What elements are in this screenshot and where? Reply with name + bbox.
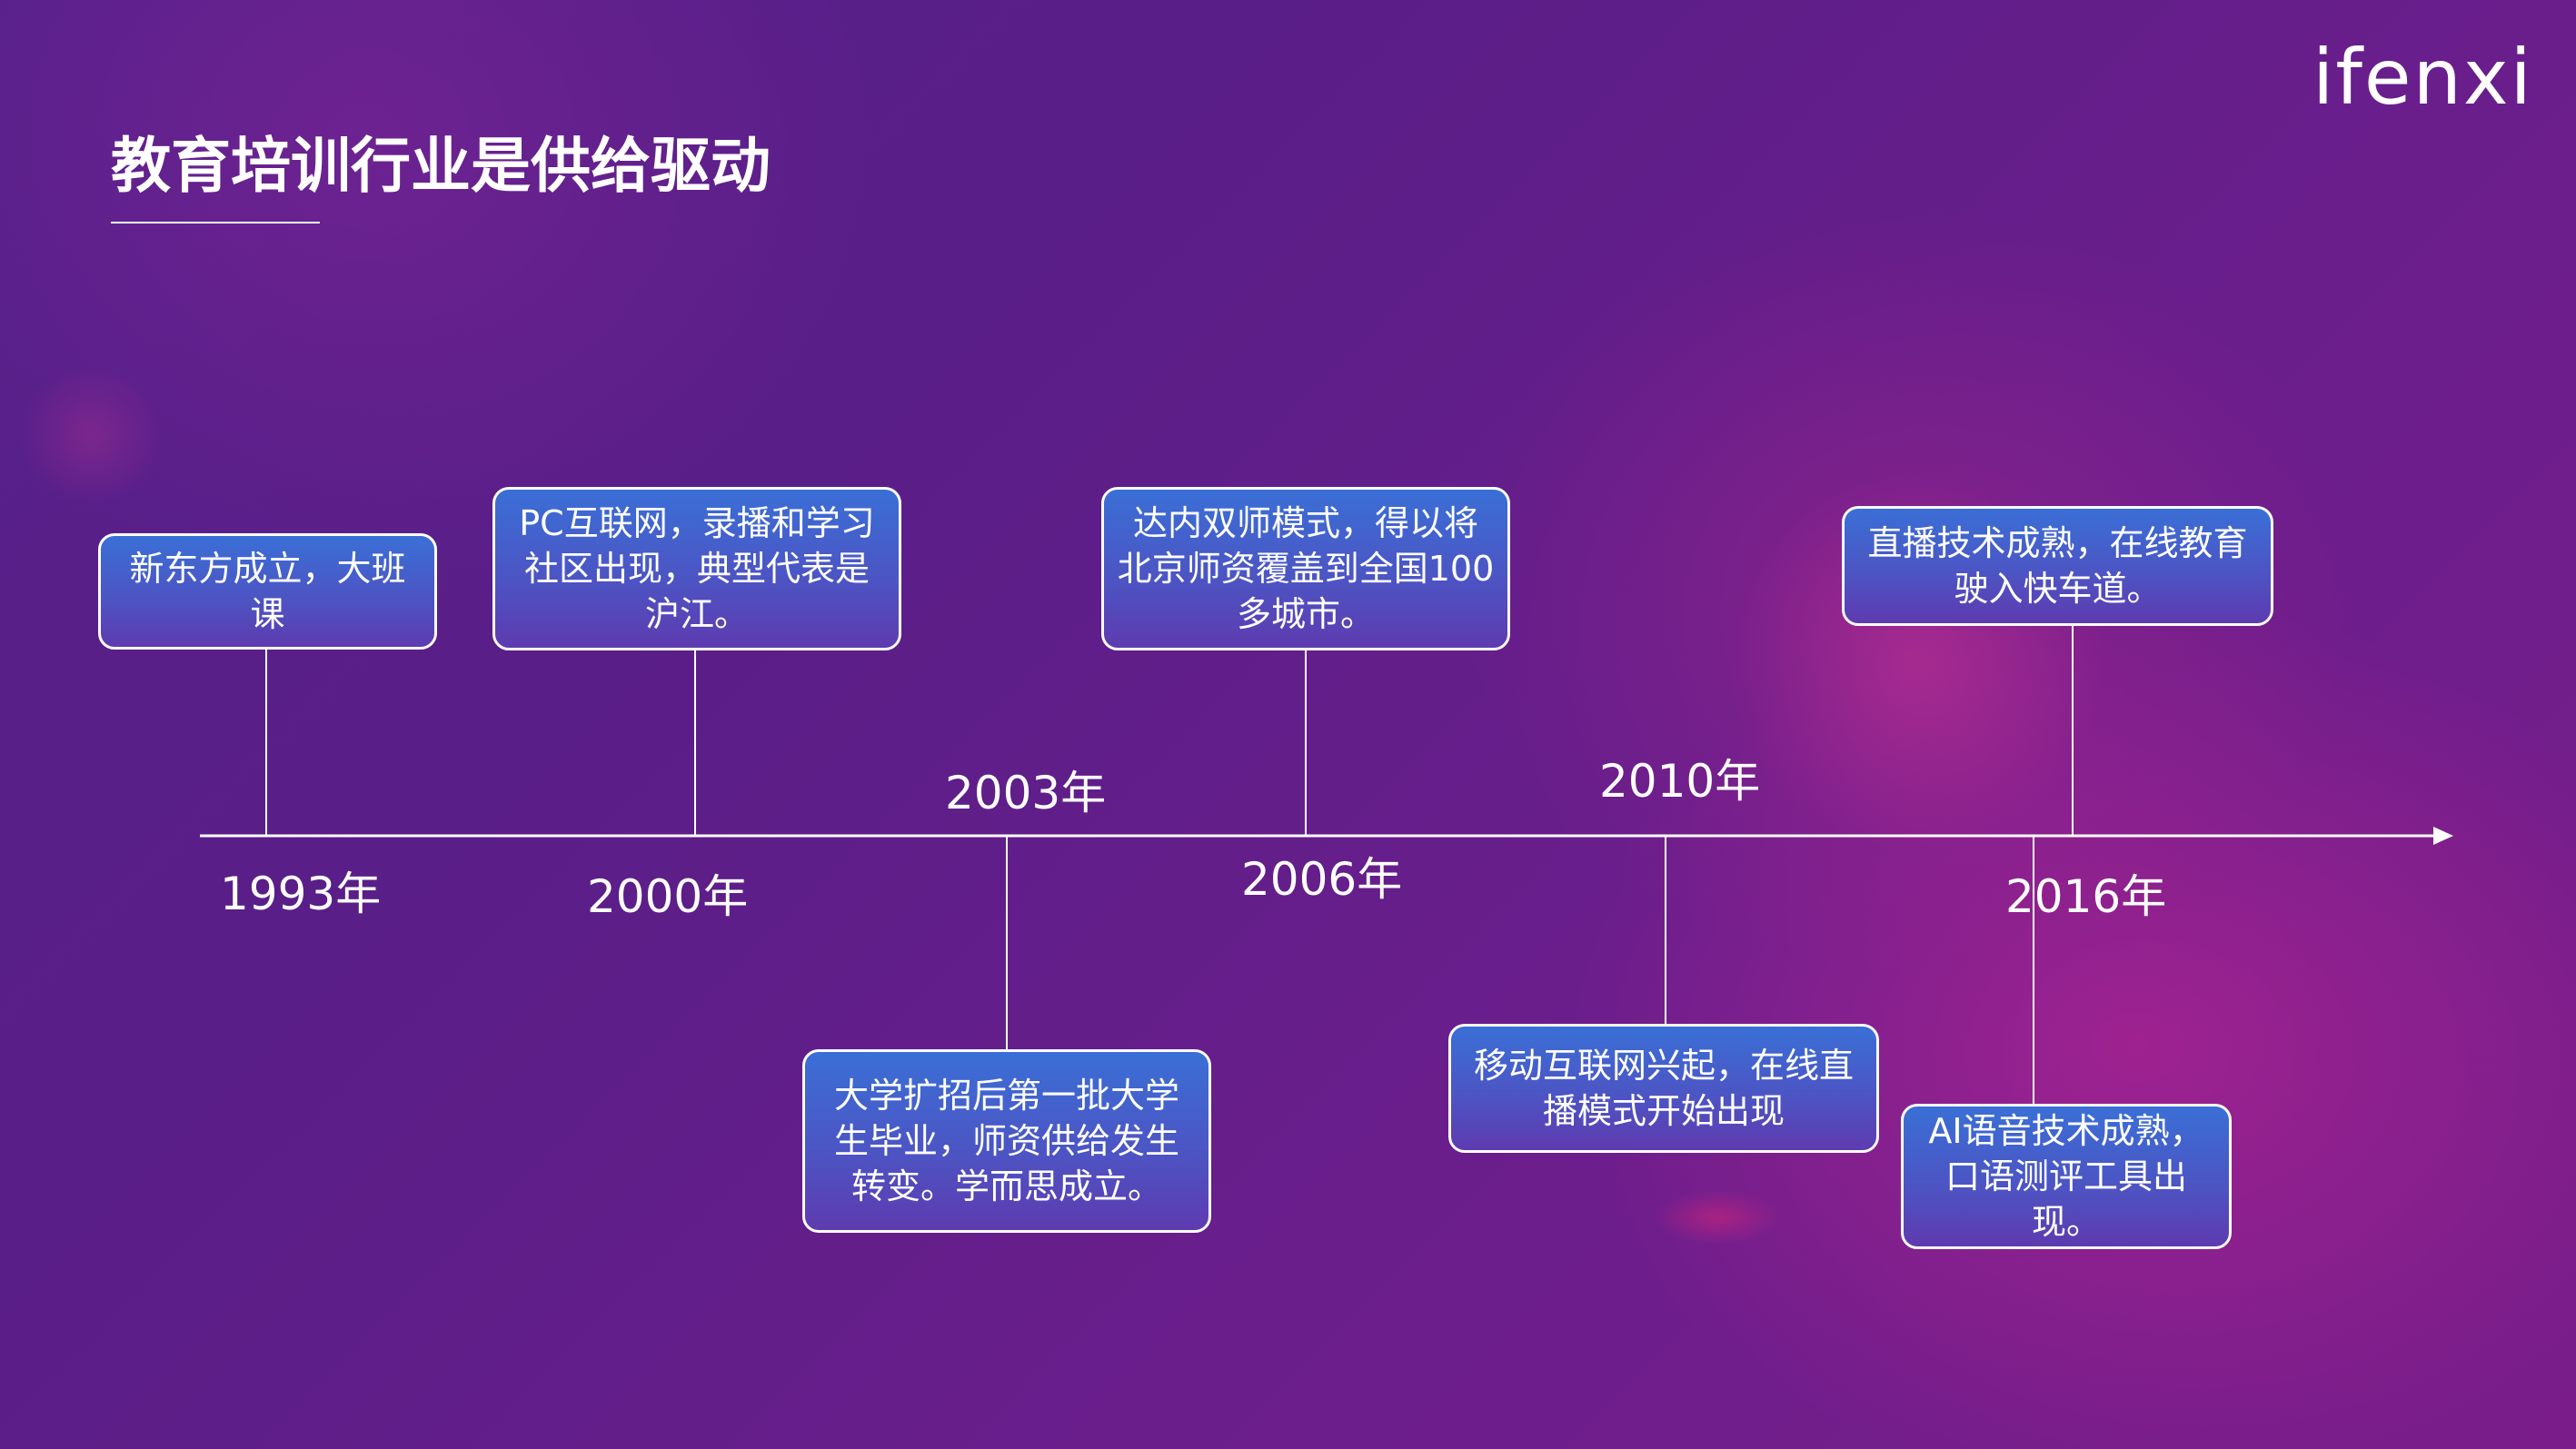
event-text: 新东方成立，大班课: [129, 549, 406, 634]
event-box-2016-ai: AI语音技术成熟，口语测评工具出现。: [1901, 1104, 2232, 1249]
event-box-2006: 达内双师模式，得以将北京师资覆盖到全国100多城市。: [1101, 487, 1510, 650]
year-label-1993: 1993年: [220, 868, 382, 920]
event-text: AI语音技术成熟，口语测评工具出现。: [1928, 1111, 2204, 1242]
year-label-2010: 2010年: [1599, 755, 1761, 808]
event-text: 直播技术成熟，在线教育驶入快车道。: [1867, 523, 2248, 609]
event-text: PC互联网，录播和学习社区出现，典型代表是沪江。: [519, 503, 875, 634]
year-label-2006: 2006年: [1241, 853, 1403, 906]
page-title: 教育培训行业是供给驱动: [111, 131, 771, 201]
year-label-2003: 2003年: [945, 767, 1107, 819]
year-label-2016: 2016年: [2005, 870, 2167, 923]
title-underline: [111, 222, 320, 223]
event-box-2010: 移动互联网兴起，在线直播模式开始出现: [1448, 1024, 1879, 1153]
event-box-2016-live: 直播技术成熟，在线教育驶入快车道。: [1842, 506, 2273, 626]
event-box-1993: 新东方成立，大班课: [98, 533, 437, 650]
timeline-arrowhead: [2433, 827, 2453, 845]
event-box-2000: PC互联网，录播和学习社区出现，典型代表是沪江。: [492, 487, 901, 650]
year-label-2000: 2000年: [587, 870, 749, 923]
event-text: 移动互联网兴起，在线直播模式开始出现: [1473, 1046, 1854, 1131]
event-text: 达内双师模式，得以将北京师资覆盖到全国100多城市。: [1117, 503, 1495, 634]
event-box-2003: 大学扩招后第一批大学生毕业，师资供给发生转变。学而思成立。: [802, 1049, 1211, 1233]
brand-logo: ifenxi: [2312, 33, 2533, 122]
event-text: 大学扩招后第一批大学生毕业，师资供给发生转变。学而思成立。: [833, 1076, 1179, 1206]
